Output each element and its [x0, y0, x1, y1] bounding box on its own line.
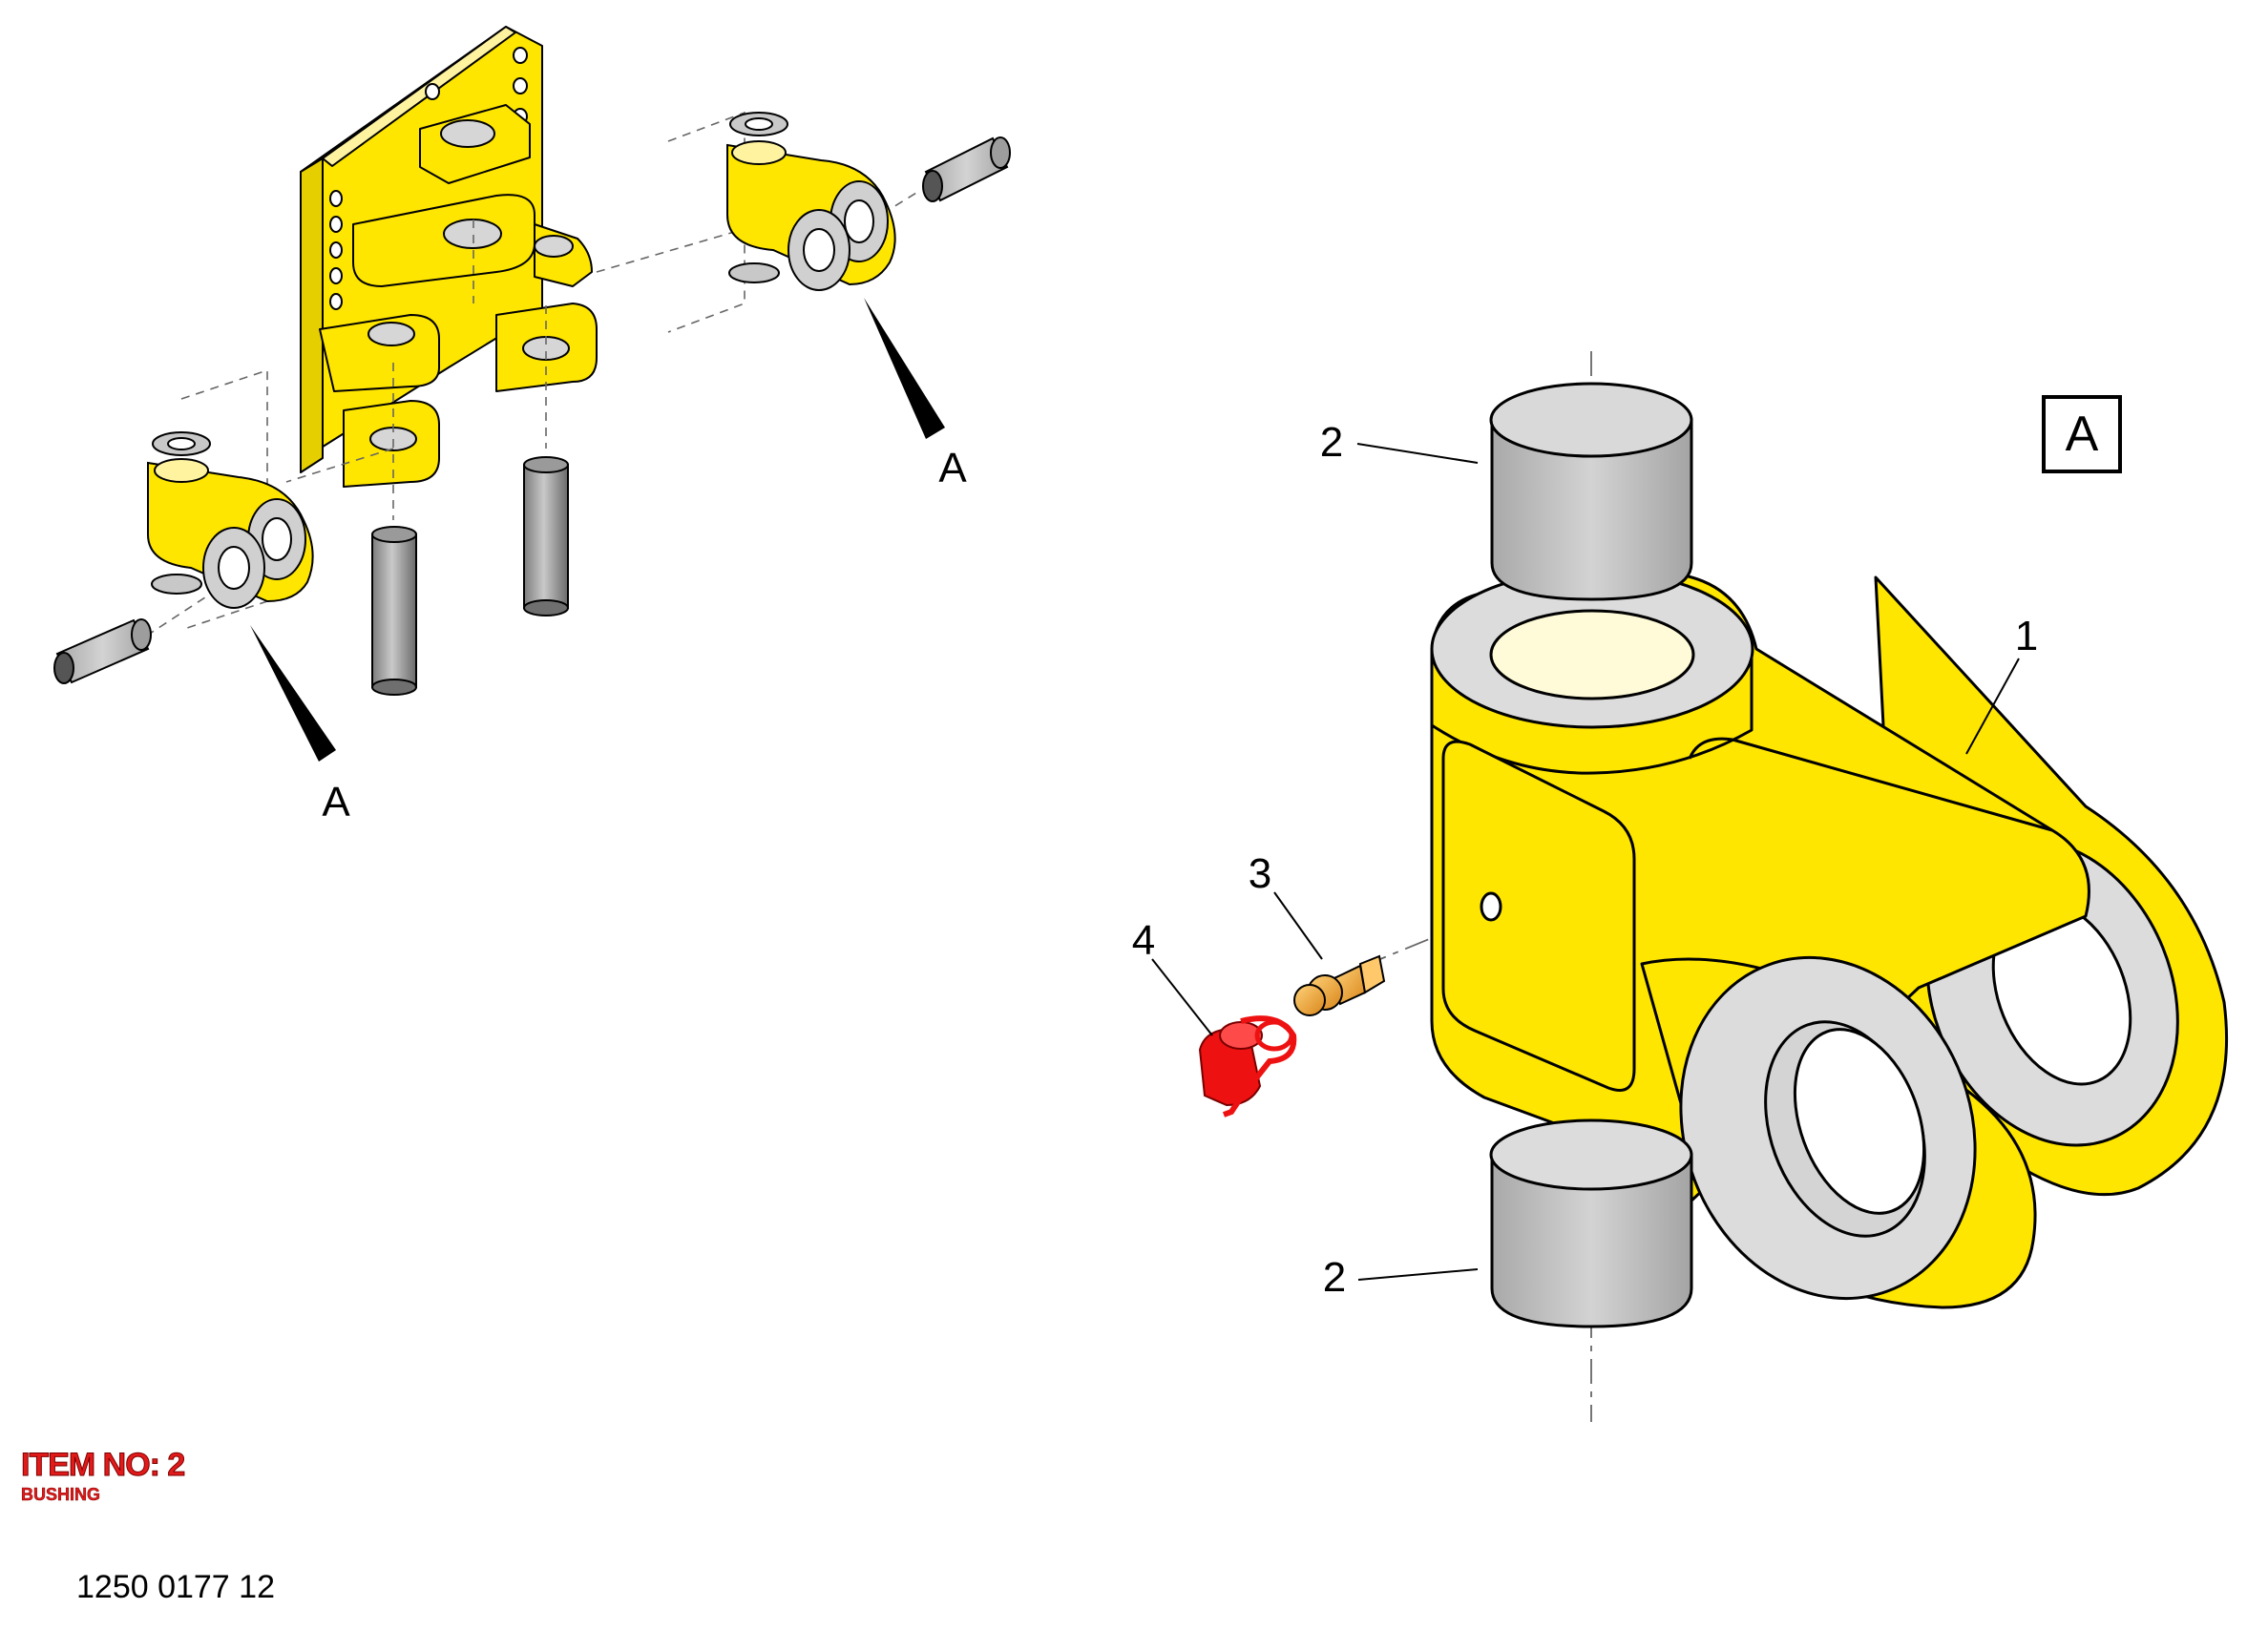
- detail-pointer-left: [250, 625, 336, 762]
- detail-box-label: A: [2066, 407, 2099, 462]
- clevis-left: [147, 431, 314, 609]
- grease-cap: [1198, 1015, 1297, 1118]
- callout-item-2-top: 2: [1320, 419, 1343, 466]
- detail-ref-right: A: [938, 445, 967, 491]
- document-number: 1250 0177 12: [76, 1569, 275, 1605]
- pin-left: [371, 526, 417, 696]
- clevis-body: [1430, 569, 2229, 1309]
- mounting-plate: [300, 26, 598, 488]
- leader-lines: [1151, 443, 2020, 1281]
- detail-ref-left: A: [322, 779, 350, 825]
- detail-a-box: A: [2042, 395, 2122, 473]
- bushing-left-small: [53, 618, 152, 684]
- pin-right: [523, 456, 569, 616]
- item-number-caption: ITEM NO: 2: [20, 1447, 185, 1484]
- detail-pointer-right: [864, 298, 945, 439]
- bushing-right-small: [922, 136, 1011, 202]
- clevis-right: [726, 112, 896, 291]
- callout-item-1: 1: [2015, 613, 2038, 659]
- bracket-assembly-overview: [53, 26, 1011, 762]
- callout-item-2-bottom: 2: [1323, 1254, 1346, 1301]
- callout-item-3: 3: [1249, 850, 1271, 897]
- bushing-top: [1489, 382, 1693, 601]
- bushing-bottom: [1489, 1118, 1693, 1328]
- item-name-caption: BUSHING: [21, 1485, 101, 1505]
- grease-fitting: [1293, 954, 1386, 1016]
- callout-item-4: 4: [1132, 917, 1155, 964]
